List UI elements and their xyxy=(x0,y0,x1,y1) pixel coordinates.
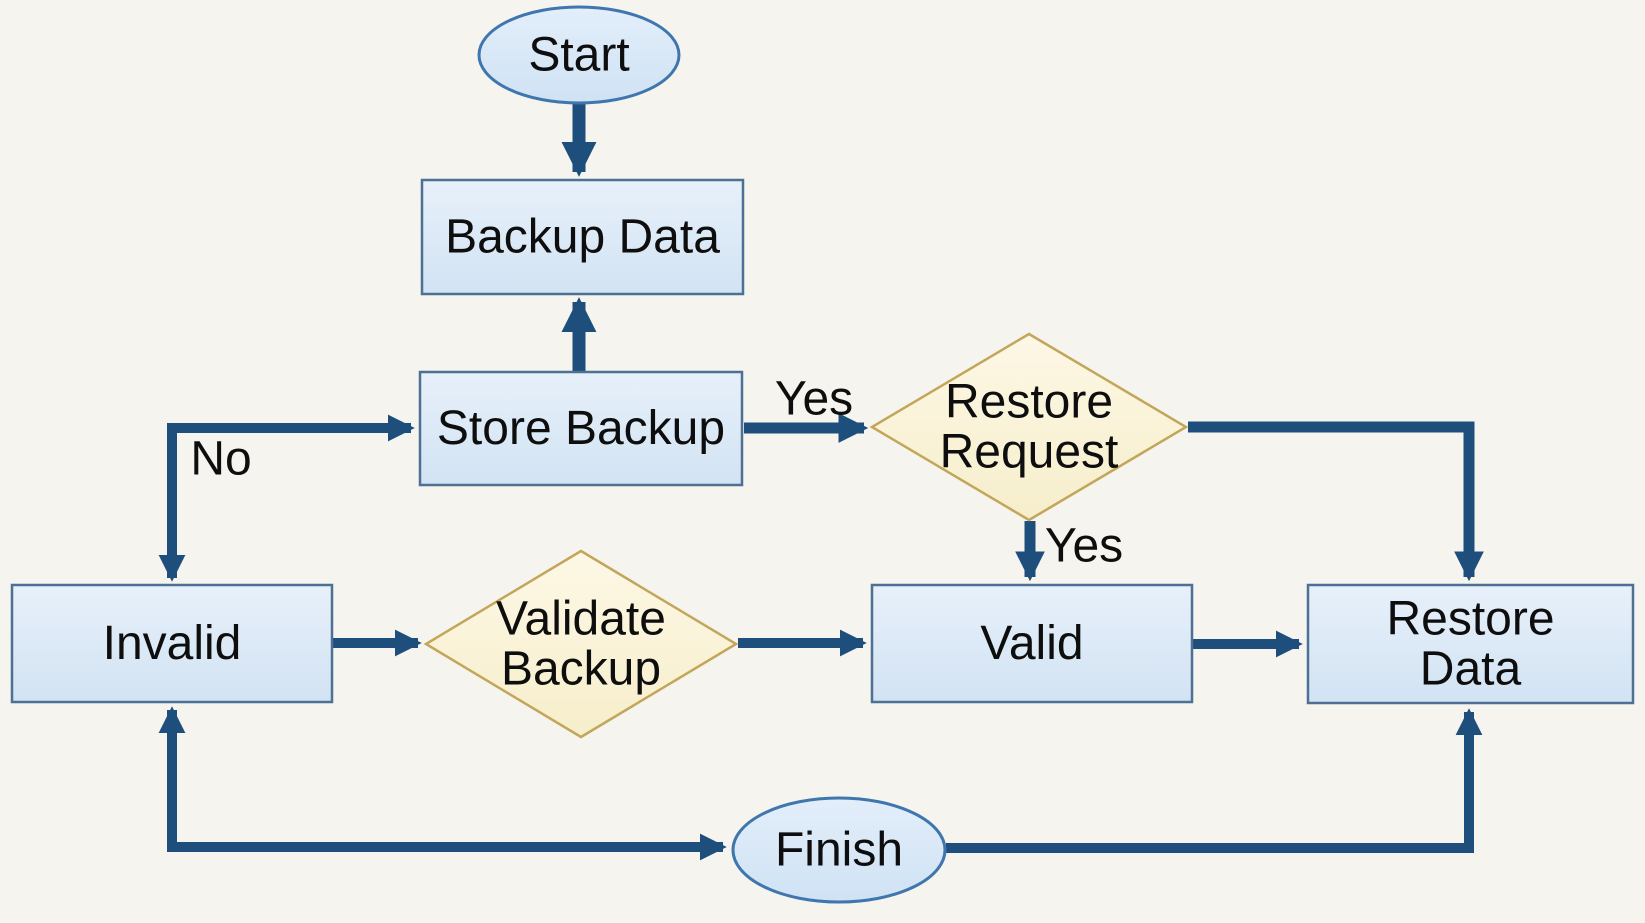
node-store-backup-label: Store Backup xyxy=(437,402,725,455)
process-shape xyxy=(10,583,334,704)
node-start: Start xyxy=(477,5,681,105)
edge-invalid-finish-loop xyxy=(158,706,727,861)
edge-no-branch xyxy=(158,414,415,582)
process-shape xyxy=(1306,583,1635,705)
terminator-shape xyxy=(477,5,681,105)
edge-finish-to-restore-data xyxy=(946,708,1483,853)
edge-label-yes-valid: Yes xyxy=(1045,520,1123,573)
edge-restore-request-to-restore-data xyxy=(1188,421,1484,582)
terminator-shape xyxy=(731,796,947,904)
process-shape xyxy=(420,178,745,296)
node-valid-label: Valid xyxy=(980,617,1083,670)
node-finish: Finish xyxy=(731,796,947,904)
process-shape xyxy=(418,370,744,487)
process-shape xyxy=(870,583,1194,704)
node-backup-data: Backup Data xyxy=(420,178,745,296)
decision-shape xyxy=(869,332,1189,522)
node-finish-label: Finish xyxy=(775,824,903,877)
node-valid: Valid xyxy=(870,583,1194,704)
node-invalid-label: Invalid xyxy=(103,617,242,670)
edge-layer xyxy=(158,104,1484,861)
node-backup-data-label: Backup Data xyxy=(445,211,720,264)
edge-label-no: No xyxy=(190,433,251,486)
decision-shape xyxy=(423,549,739,739)
node-store-backup: Store Backup xyxy=(418,370,744,487)
edge-label-yes-store-backup: Yes xyxy=(775,373,853,426)
node-invalid: Invalid xyxy=(10,583,334,704)
node-start-label: Start xyxy=(528,29,629,82)
